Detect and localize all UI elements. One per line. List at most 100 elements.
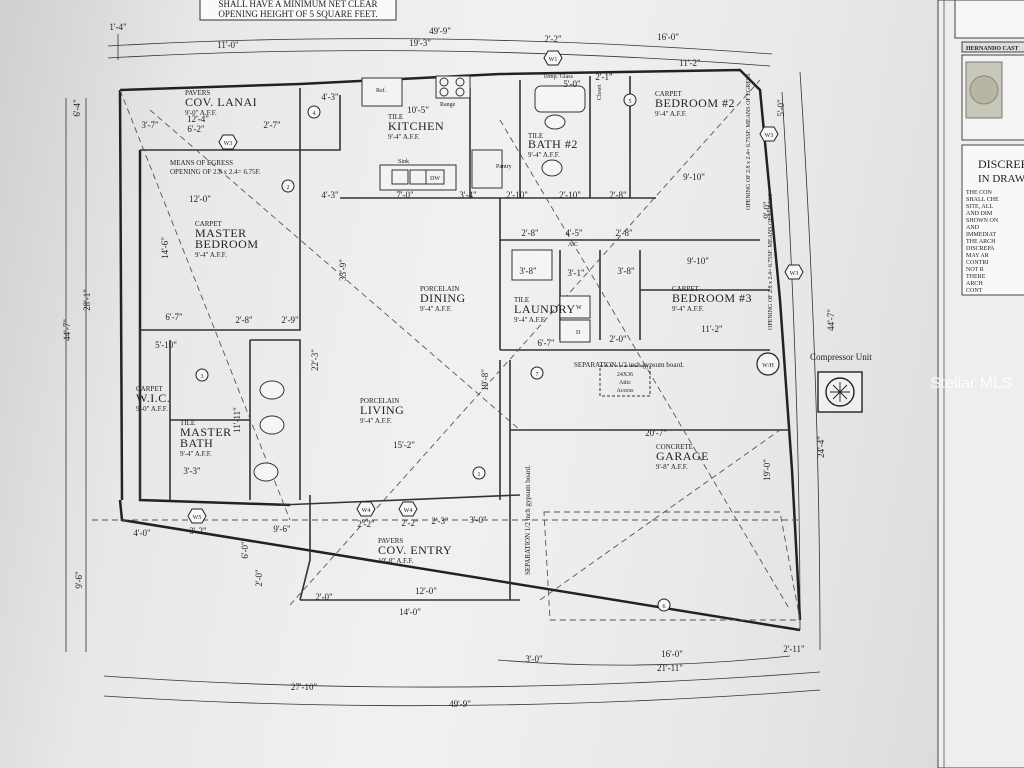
separation-horizontal: SEPARATION 1/2 inch gypsum board.: [574, 361, 684, 369]
garage-name: GARAGE: [656, 449, 709, 463]
dashed-lines: [92, 79, 801, 621]
window-tag-shape: [759, 126, 779, 142]
dimension-mb-a: 6'-7": [165, 312, 183, 322]
wic-height: 9'-0" A.F.F.: [136, 405, 168, 413]
discrepancy-line: SHOWN ON: [966, 218, 999, 224]
range-label: Range: [440, 102, 456, 108]
dimension-mid-c: 19'-8": [480, 369, 490, 391]
room-labels: PAVERS COV. LANAI 9'-0" A.F.F. TILE KITC…: [136, 89, 752, 565]
discrepancy-line: MAY AR: [966, 253, 989, 259]
dimension-k-b: 10'-5": [407, 105, 429, 115]
lanai-height: 9'-0" A.F.F.: [185, 109, 217, 117]
door-tag-circle: [307, 105, 321, 119]
discrepancy-line: THERE: [966, 274, 986, 280]
dimension-right-b: 24'-4": [816, 436, 826, 458]
bedroom3-height: 9'-4" A.F.F.: [672, 305, 704, 313]
master-bedroom-name2: BEDROOM: [195, 237, 259, 251]
master-bedroom-height: 9'-4" A.F.F.: [195, 251, 227, 259]
sink-label: Sink: [398, 159, 409, 165]
egress-note-box: SHALL HAVE A MINIMUM NET CLEAR OPENING H…: [199, 0, 397, 21]
door-tag-circle: [472, 466, 486, 480]
master-bath-material: TILE: [180, 419, 195, 427]
bath2-height: 9'-4" A.F.F.: [528, 151, 560, 159]
pantry-label: Pantry: [496, 164, 512, 170]
washer-label: W: [576, 305, 582, 311]
window-tag-shape: [398, 501, 418, 517]
attic-line3: Access: [617, 388, 635, 394]
dimension-e-b: 3'-2": [189, 526, 207, 536]
master-bedroom-name: MASTER: [195, 226, 247, 240]
master-bath-name: MASTER: [180, 425, 232, 439]
lanai-material: PAVERS: [185, 89, 210, 97]
dimension-left-a: 6'-4": [72, 99, 82, 117]
egress-bedroom2: OPENING OF 2.8 x 2.4= 6.75SF. MEANS OF E…: [746, 73, 752, 210]
dimension-right-a: 44'-7": [826, 309, 836, 331]
discrepancy-line: THE ARCH: [966, 239, 996, 245]
bath-fixtures: [253, 85, 591, 482]
kitchen-height: 9'-4" A.F.F.: [388, 133, 420, 141]
compressor-label: Compressor Unit: [810, 352, 872, 362]
living-material: PORCELAIN: [360, 397, 399, 405]
dimension-w-b: 2'-2": [401, 518, 419, 528]
dimension-e-g: 12'-0": [415, 586, 437, 596]
dimension-top-d: 2'-2": [544, 34, 562, 44]
window-tag-label: W4: [404, 508, 413, 514]
dimension-right-e: 5'-0": [776, 99, 786, 117]
door-tag: 1: [472, 466, 486, 480]
dimension-mb-b: 2'-8": [235, 315, 253, 325]
window-tag-label: W1: [549, 57, 558, 63]
discrepancy-line: DISCREPA: [966, 246, 995, 252]
dimension-living-w: 15'-2": [393, 440, 415, 450]
kitchen-fixtures: [361, 75, 503, 191]
compressor-unit: Compressor Unit: [810, 352, 872, 413]
ref-label: Ref.: [376, 87, 387, 94]
dw-label: DW: [430, 176, 440, 182]
door-tag-circle: [281, 179, 295, 193]
water-heater: W/H: [756, 352, 780, 376]
door-tag-label: 4: [313, 111, 316, 117]
dimension-lanai-e: 12'-0": [189, 194, 211, 204]
window-tag-label: W3: [224, 141, 233, 147]
dimension-e-f: 2'-0": [315, 592, 333, 602]
living-name: LIVING: [360, 403, 404, 417]
dimension-top-c: 19'-3": [409, 38, 431, 48]
dimension-right-c: 19'-0": [762, 459, 772, 481]
wic-name: W.I.C.: [136, 391, 170, 405]
dining-material: PORCELAIN: [420, 285, 459, 293]
attic-access: 24X36 Attic Access: [599, 365, 651, 397]
dimension-left-d: 14'-6": [160, 237, 170, 259]
window-tag-label: W3: [790, 271, 799, 277]
bedroom2-height: 9'-4" A.F.F.: [655, 110, 687, 118]
dimension-w-d: 3'-0": [469, 515, 487, 525]
door-tag: 7: [530, 366, 544, 380]
dining-name: DINING: [420, 291, 466, 305]
dimension-mb-f: 3'-3": [183, 466, 201, 476]
door-tag-circle: [195, 368, 209, 382]
dimension-w-c: 2'-3": [431, 516, 449, 526]
dryer-label: D: [576, 330, 581, 336]
door-tag-label: 5: [629, 99, 632, 105]
dimension-l-e: 3'-1": [567, 268, 585, 278]
attic-line2: Attic: [619, 380, 631, 386]
dimension-left-e: 9'-6": [74, 571, 84, 589]
door-tag-label: 2: [287, 185, 290, 191]
window-tag: W4: [356, 501, 376, 517]
dimension-text: 49'-9"1'-4"11'-0"19'-3"2'-2"16'-0"11'-2"…: [62, 22, 836, 709]
bath2-name: BATH #2: [528, 137, 578, 151]
window-tag-shape: [784, 264, 804, 280]
closet-label: Closet: [597, 84, 603, 100]
dimension-l-g: 6'-7": [537, 338, 555, 348]
discrepancy-line: CONT: [966, 288, 983, 294]
interior-walls: [139, 76, 790, 601]
discrepancy-line: NOT R: [966, 267, 984, 273]
window-tag-shape: [543, 50, 563, 66]
window-tag: W3: [784, 264, 804, 280]
temp-glass-label: Temp. Glass: [543, 74, 574, 80]
window-tag-shape: [356, 501, 376, 517]
entry-material: PAVERS: [378, 537, 403, 545]
discrepancy-line: SITE, ALL: [966, 204, 993, 210]
door-tag: 5: [623, 93, 637, 107]
